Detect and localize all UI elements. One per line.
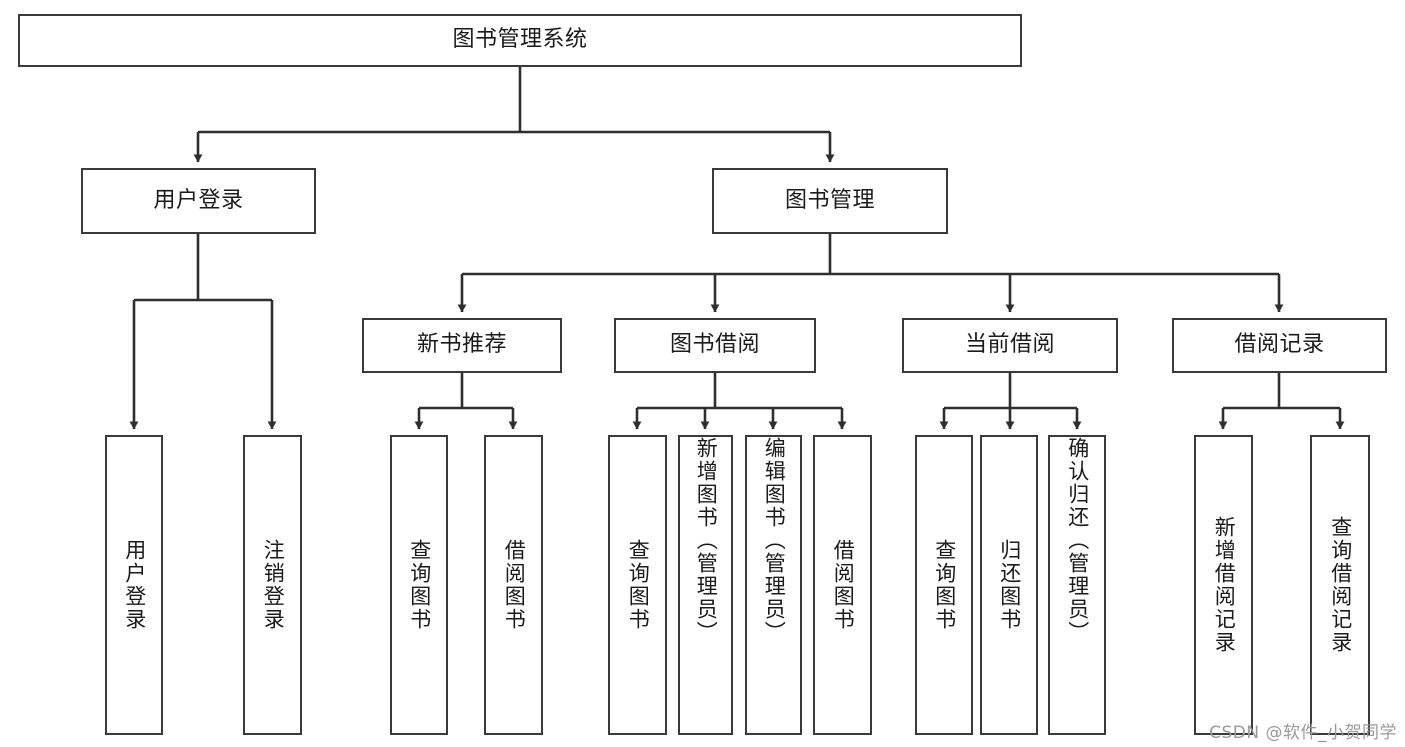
node-book-management-label: 图书管理 — [784, 187, 875, 213]
leaf-confirm-return-admin-label: 确认归还（管理员） — [1065, 437, 1090, 644]
leaf-borrow-book-label: 借阅图书 — [831, 539, 856, 631]
leaf-query-book-borrow-label: 查询图书 — [626, 539, 651, 631]
leaf-user-login[interactable]: 用户登录 — [105, 435, 163, 735]
node-new-book-recommend[interactable]: 新书推荐 — [362, 318, 562, 373]
leaf-query-book-recommend[interactable]: 查询图书 — [390, 435, 448, 735]
node-root[interactable]: 图书管理系统 — [18, 14, 1022, 67]
leaf-query-borrow-record[interactable]: 查询借阅记录 — [1310, 435, 1370, 735]
node-user-login-label: 用户登录 — [153, 187, 244, 213]
leaf-edit-book-admin-label: 编辑图书（管理员） — [762, 437, 787, 644]
node-borrow-records-label: 借阅记录 — [1234, 332, 1325, 358]
node-book-management[interactable]: 图书管理 — [712, 168, 948, 234]
leaf-borrow-book-recommend-label: 借阅图书 — [502, 539, 527, 631]
leaf-query-book-current[interactable]: 查询图书 — [915, 435, 973, 735]
leaf-add-borrow-record-label: 新增借阅记录 — [1212, 516, 1237, 654]
leaf-logout-label: 注销登录 — [261, 539, 286, 631]
leaf-query-book-recommend-label: 查询图书 — [407, 539, 432, 631]
node-new-book-recommend-label: 新书推荐 — [416, 332, 507, 358]
leaf-borrow-book[interactable]: 借阅图书 — [813, 435, 872, 735]
node-borrow-records[interactable]: 借阅记录 — [1172, 318, 1387, 373]
leaf-logout[interactable]: 注销登录 — [243, 435, 302, 735]
node-user-login[interactable]: 用户登录 — [81, 168, 316, 234]
leaf-return-book[interactable]: 归还图书 — [980, 435, 1038, 735]
leaf-edit-book-admin[interactable]: 编辑图书（管理员） — [745, 435, 802, 735]
leaf-add-book-admin-label: 新增图书（管理员） — [694, 437, 719, 644]
leaf-add-borrow-record[interactable]: 新增借阅记录 — [1194, 435, 1253, 735]
node-current-borrow[interactable]: 当前借阅 — [902, 318, 1118, 373]
leaf-borrow-book-recommend[interactable]: 借阅图书 — [484, 435, 543, 735]
node-current-borrow-label: 当前借阅 — [964, 332, 1055, 358]
leaf-add-book-admin[interactable]: 新增图书（管理员） — [678, 435, 733, 735]
leaf-user-login-label: 用户登录 — [122, 539, 147, 631]
leaf-query-book-borrow[interactable]: 查询图书 — [608, 435, 667, 735]
leaf-query-borrow-record-label: 查询借阅记录 — [1328, 516, 1353, 654]
leaf-return-book-label: 归还图书 — [997, 539, 1022, 631]
node-book-borrow[interactable]: 图书借阅 — [614, 318, 816, 373]
leaf-confirm-return-admin[interactable]: 确认归还（管理员） — [1048, 435, 1106, 735]
node-book-borrow-label: 图书借阅 — [669, 332, 760, 358]
leaf-query-book-current-label: 查询图书 — [932, 539, 957, 631]
node-root-label: 图书管理系统 — [452, 27, 588, 53]
